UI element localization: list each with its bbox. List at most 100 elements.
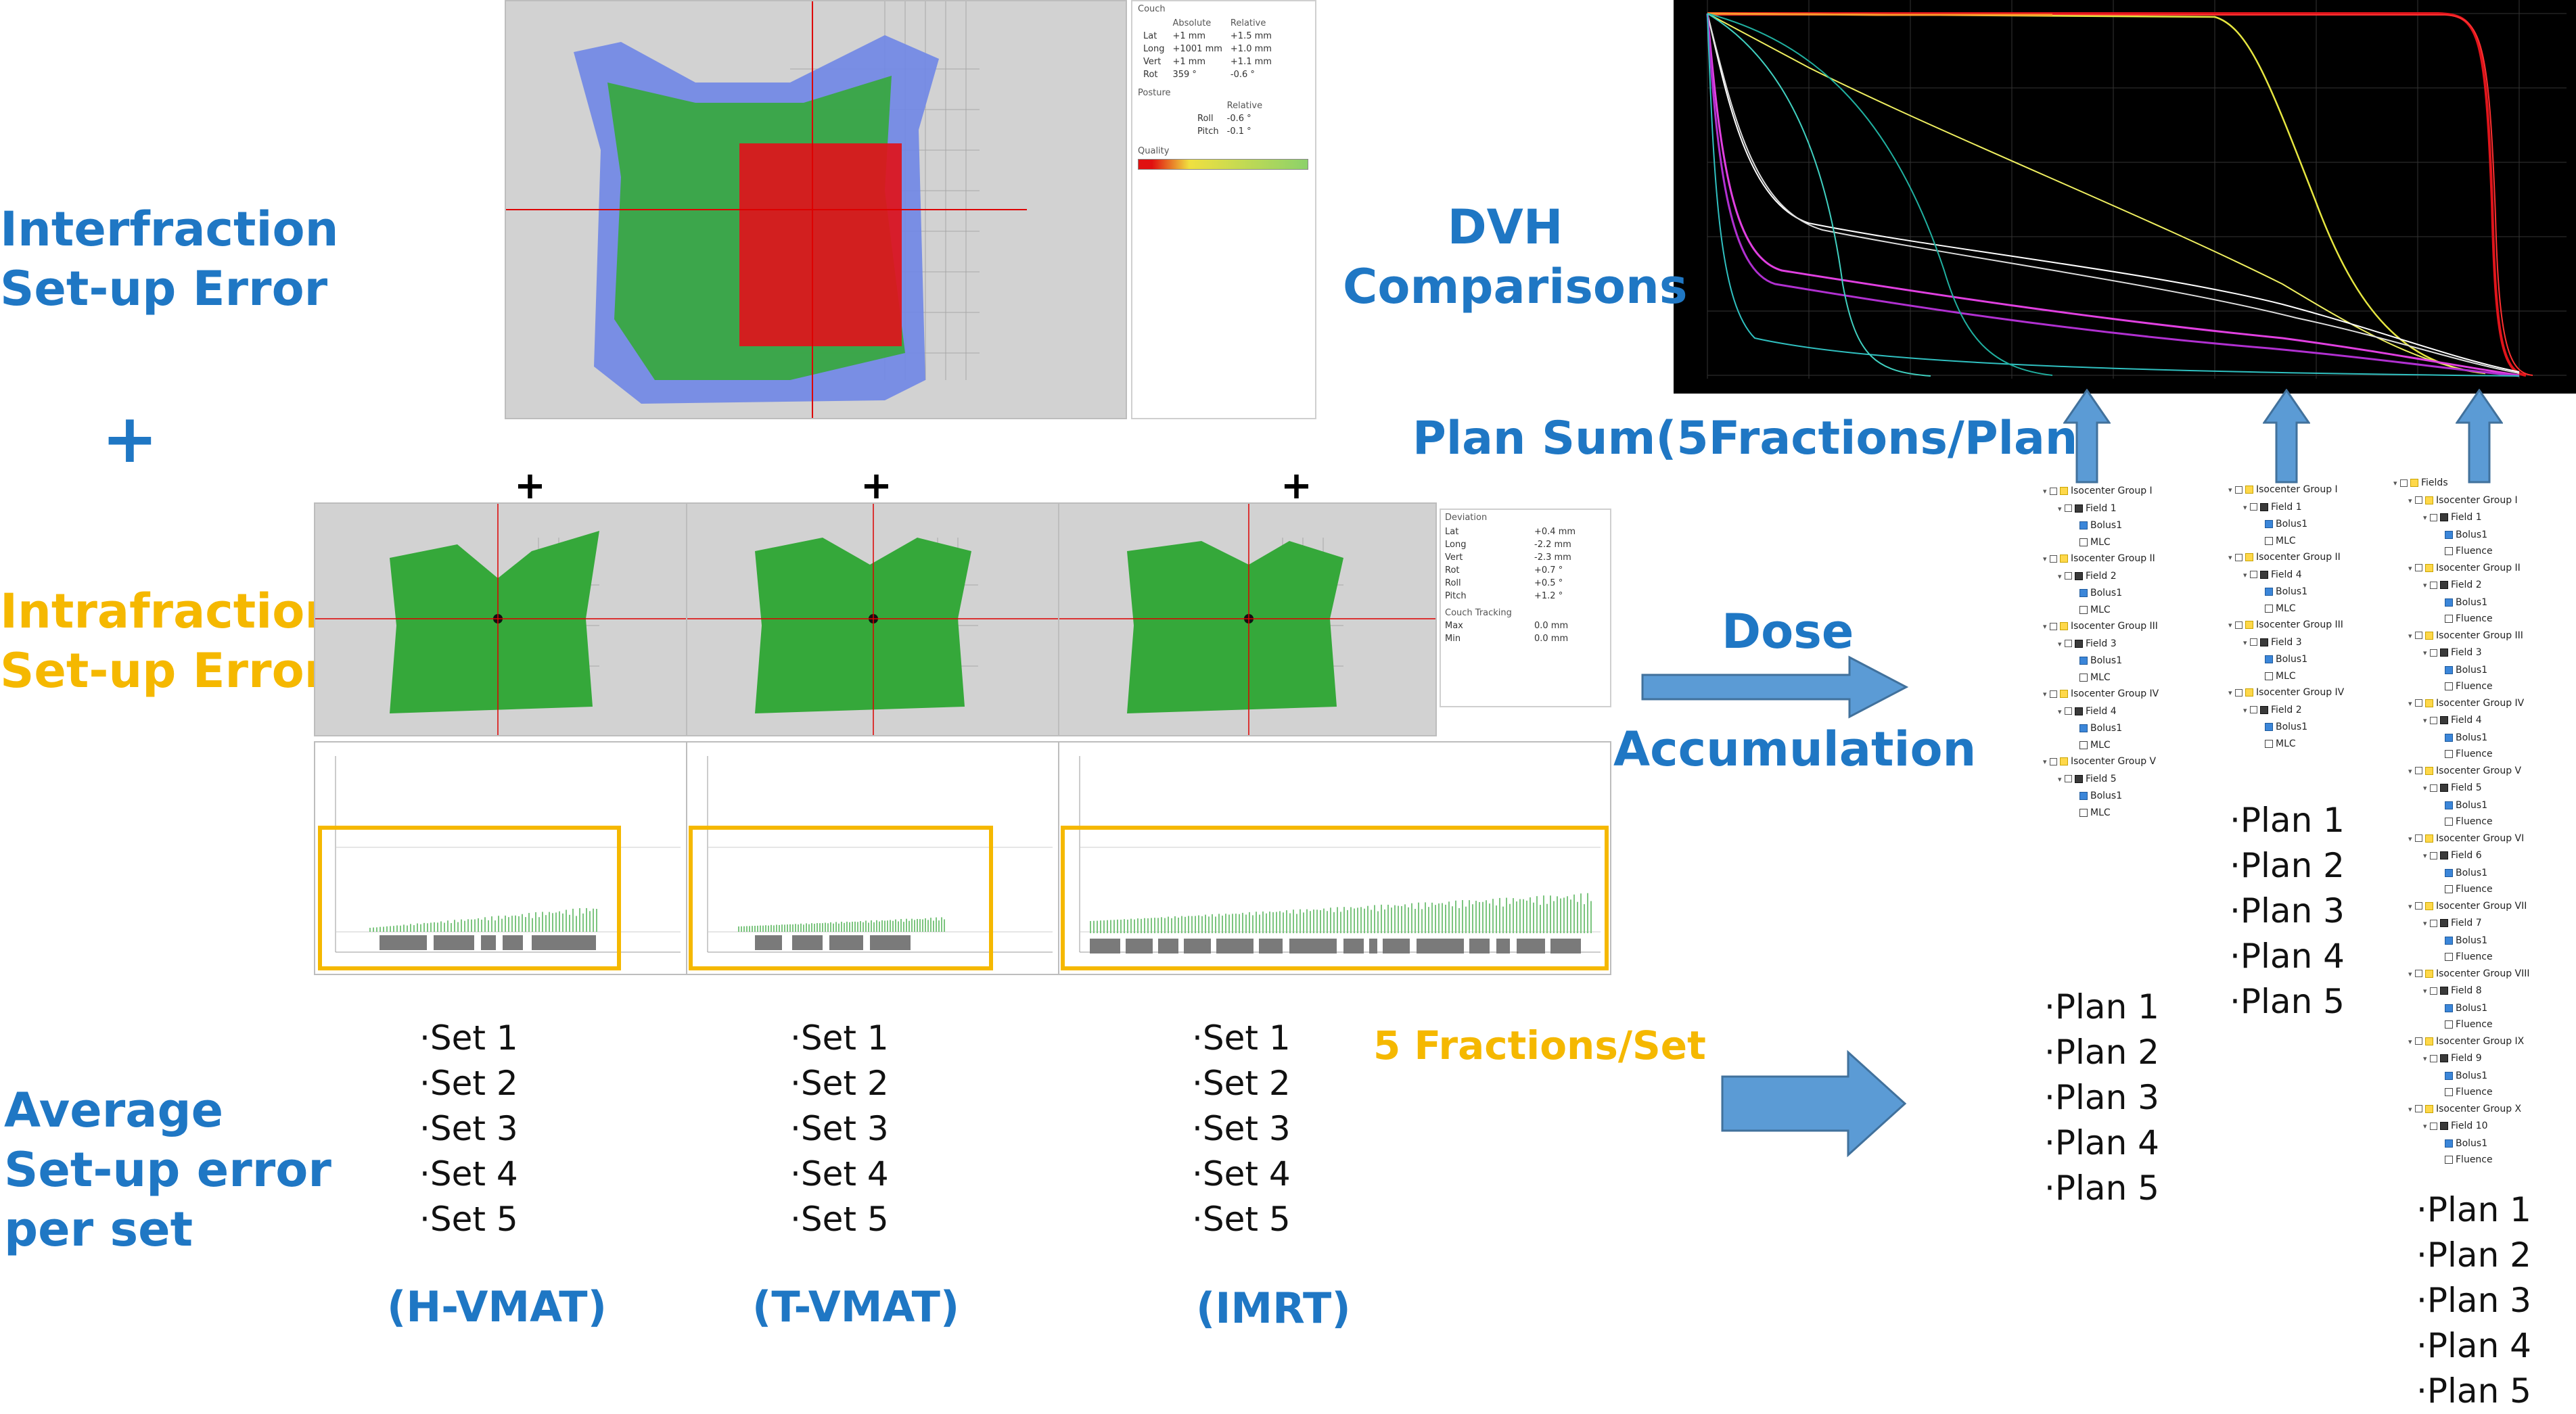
expand-toggle-icon[interactable]: ▾ (2058, 774, 2062, 784)
checkbox-icon[interactable] (2415, 632, 2422, 639)
expand-toggle-icon[interactable]: ▾ (2243, 570, 2247, 580)
expand-toggle-icon[interactable]: ▾ (2408, 1037, 2412, 1046)
tree-node[interactable]: Bolus1 (2393, 1000, 2530, 1017)
tree-node[interactable]: Bolus1 (2028, 517, 2159, 534)
tree-node[interactable]: ▾Field 1 (2028, 500, 2159, 518)
expand-toggle-icon[interactable]: ▾ (2423, 1054, 2427, 1063)
checkbox-icon[interactable] (2235, 688, 2242, 697)
expand-toggle-icon[interactable]: ▾ (2408, 969, 2412, 979)
tree-node[interactable]: ▾Isocenter Group VIII (2393, 966, 2530, 983)
tree-node[interactable]: ▾Field 6 (2393, 847, 2530, 865)
tree-node[interactable]: ▾Isocenter Group V (2028, 753, 2159, 771)
tree-node[interactable]: ▾Isocenter Group II (2213, 549, 2344, 567)
expand-toggle-icon[interactable]: ▾ (2408, 563, 2412, 573)
tree-node[interactable]: ▾Isocenter Group I (2393, 492, 2530, 510)
tree-node[interactable]: MLC (2028, 669, 2159, 686)
tree-node[interactable]: ▾Isocenter Group II (2393, 560, 2530, 578)
expand-toggle-icon[interactable]: ▾ (2058, 639, 2062, 649)
tree-node[interactable]: Fluence (2393, 949, 2530, 966)
tree-node[interactable]: Fluence (2393, 678, 2530, 695)
expand-toggle-icon[interactable]: ▾ (2423, 716, 2427, 725)
tree-node[interactable]: MLC (2028, 805, 2159, 822)
checkbox-icon[interactable] (2235, 621, 2242, 629)
tree-node[interactable]: ▾Field 10 (2393, 1118, 2530, 1135)
expand-toggle-icon[interactable]: ▾ (2243, 502, 2247, 512)
checkbox-icon[interactable] (2415, 1105, 2422, 1112)
tree-node[interactable]: Fluence (2393, 746, 2530, 763)
checkbox-icon[interactable] (2235, 486, 2242, 494)
tree-node[interactable]: MLC (2213, 600, 2344, 617)
tree-node[interactable]: Bolus1 (2393, 865, 2530, 882)
tree-node[interactable]: ▾Field 8 (2393, 983, 2530, 1000)
checkbox-icon[interactable] (2430, 851, 2437, 859)
checkbox-icon[interactable] (2235, 553, 2242, 561)
tree-node[interactable]: Fluence (2393, 1016, 2530, 1033)
tree-node[interactable]: ▾Isocenter Group IX (2393, 1033, 2530, 1051)
checkbox-icon[interactable] (2430, 784, 2437, 792)
tree-node[interactable]: Bolus1 (2028, 653, 2159, 669)
checkbox-icon[interactable] (2050, 757, 2057, 765)
checkbox-icon[interactable] (2415, 970, 2422, 977)
tree-node[interactable]: Bolus1 (2393, 662, 2530, 679)
checkbox-icon[interactable] (2430, 581, 2437, 589)
tree-node[interactable]: Bolus1 (2213, 651, 2344, 668)
tree-node[interactable]: ▾Field 1 (2393, 509, 2530, 527)
tree-node[interactable]: Bolus1 (2028, 788, 2159, 805)
expand-toggle-icon[interactable]: ▾ (2228, 486, 2232, 494)
tree-node[interactable]: ▾Field 3 (2393, 644, 2530, 662)
tree-node[interactable]: Bolus1 (2393, 730, 2530, 747)
tree-node[interactable]: ▾Isocenter Group I (2028, 483, 2159, 500)
checkbox-icon[interactable] (2250, 503, 2257, 511)
tree-node[interactable]: MLC (2028, 602, 2159, 619)
tree-node[interactable]: Fluence (2393, 543, 2530, 560)
expand-toggle-icon[interactable]: ▾ (2408, 834, 2412, 843)
checkbox-icon[interactable] (2430, 649, 2437, 657)
tree-node[interactable]: ▾Field 7 (2393, 915, 2530, 933)
checkbox-icon[interactable] (2430, 716, 2437, 724)
tree-node[interactable]: ▾Isocenter Group II (2028, 550, 2159, 568)
checkbox-icon[interactable] (2415, 699, 2422, 707)
expand-toggle-icon[interactable]: ▾ (2423, 987, 2427, 995)
checkbox-icon[interactable] (2400, 479, 2408, 487)
checkbox-icon[interactable] (2065, 775, 2072, 782)
tree-node[interactable]: ▾Field 4 (2028, 703, 2159, 721)
tree-node[interactable]: ▾Isocenter Group III (2028, 618, 2159, 636)
tree-node[interactable]: Bolus1 (2213, 719, 2344, 736)
checkbox-icon[interactable] (2430, 1054, 2437, 1062)
expand-toggle-icon[interactable]: ▾ (2408, 631, 2412, 640)
expand-toggle-icon[interactable]: ▾ (2423, 649, 2427, 657)
tree-node[interactable]: ▾Isocenter Group IV (2393, 695, 2530, 713)
tree-node[interactable]: MLC (2213, 736, 2344, 753)
expand-toggle-icon[interactable]: ▾ (2408, 901, 2412, 911)
checkbox-icon[interactable] (2065, 707, 2072, 715)
tree-node[interactable]: MLC (2213, 533, 2344, 550)
expand-toggle-icon[interactable]: ▾ (2043, 757, 2047, 766)
expand-toggle-icon[interactable]: ▾ (2393, 479, 2397, 488)
checkbox-icon[interactable] (2430, 919, 2437, 927)
checkbox-icon[interactable] (2415, 834, 2422, 842)
tree-node[interactable]: ▾Isocenter Group III (2213, 617, 2344, 634)
checkbox-icon[interactable] (2050, 622, 2057, 630)
tree-node[interactable]: ▾Field 3 (2028, 636, 2159, 653)
tree-node[interactable]: Fluence (2393, 1084, 2530, 1101)
expand-toggle-icon[interactable]: ▾ (2043, 622, 2047, 631)
expand-toggle-icon[interactable]: ▾ (2243, 638, 2247, 647)
tree-node[interactable]: Bolus1 (2393, 1068, 2530, 1085)
tree-node[interactable]: Bolus1 (2028, 720, 2159, 737)
expand-toggle-icon[interactable]: ▾ (2058, 504, 2062, 513)
tree-node[interactable]: Bolus1 (2213, 584, 2344, 600)
tree-node[interactable]: ▾Fields (2393, 475, 2530, 492)
tree-node[interactable]: ▾Field 2 (2393, 577, 2530, 594)
checkbox-icon[interactable] (2050, 555, 2057, 563)
tree-node[interactable]: Fluence (2393, 881, 2530, 898)
expand-toggle-icon[interactable]: ▾ (2423, 513, 2427, 522)
tree-node[interactable]: ▾Field 9 (2393, 1050, 2530, 1068)
tree-node[interactable]: ▾Isocenter Group X (2393, 1101, 2530, 1118)
expand-toggle-icon[interactable]: ▾ (2423, 919, 2427, 928)
checkbox-icon[interactable] (2065, 504, 2072, 512)
expand-toggle-icon[interactable]: ▾ (2408, 496, 2412, 505)
tree-node[interactable]: Bolus1 (2213, 516, 2344, 533)
tree-node[interactable]: Bolus1 (2393, 527, 2530, 544)
checkbox-icon[interactable] (2430, 1122, 2437, 1130)
checkbox-icon[interactable] (2050, 487, 2057, 495)
